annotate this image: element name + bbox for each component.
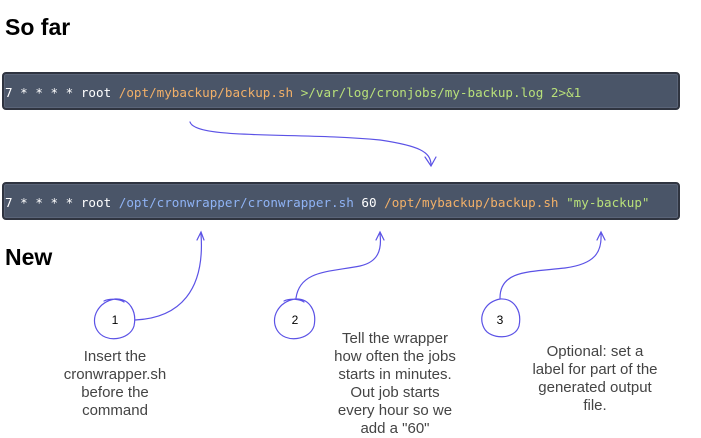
callout-number-2: 2 (291, 313, 299, 327)
so-far-heading: So far (5, 14, 71, 40)
callout-arrow-2 (295, 233, 382, 299)
new-command-bar (2, 182, 680, 220)
transition-arrow (189, 121, 432, 165)
old-command-redirect: >/var/log/cronjobs/my-backup.log 2>&1 (293, 85, 582, 100)
callout-text-3: Optional: set a label for part of the ge… (532, 343, 658, 414)
new-command-prefix: 7 * * * * root (5, 195, 119, 210)
callout-arrow-head-1 (196, 230, 205, 241)
callout-text-2: Tell the wrapper how often the jobs star… (334, 330, 456, 437)
transition-arrow-head (424, 156, 437, 168)
callout-arrow-head-3 (596, 230, 606, 241)
old-command-bar (2, 72, 680, 110)
old-command-line: 7 * * * * root /opt/mybackup/backup.sh >… (5, 86, 581, 100)
callout-circle-1 (93, 298, 136, 340)
old-command-prefix: 7 * * * * root (5, 85, 119, 100)
new-command-interval: 60 (353, 195, 385, 210)
new-command-script-path: /opt/mybackup/backup.sh (384, 195, 559, 210)
callout-text-1: Insert the cronwrapper.sh before the com… (63, 348, 167, 419)
callout-circle-2 (273, 298, 316, 340)
new-heading: New (5, 244, 53, 270)
callout-arrow-3 (499, 233, 602, 299)
callout-number-3: 3 (496, 313, 504, 327)
new-command-wrapper-path: /opt/cronwrapper/cronwrapper.sh (118, 195, 354, 210)
callout-arrow-head-2 (375, 230, 385, 241)
new-command-label: "my-backup" (558, 195, 650, 210)
callout-arrow-1 (134, 233, 203, 321)
old-command-script-path: /opt/mybackup/backup.sh (118, 85, 294, 100)
new-command-line: 7 * * * * root /opt/cronwrapper/cronwrap… (5, 196, 650, 210)
callout-circle-3 (481, 298, 521, 338)
callout-number-1: 1 (111, 313, 119, 327)
